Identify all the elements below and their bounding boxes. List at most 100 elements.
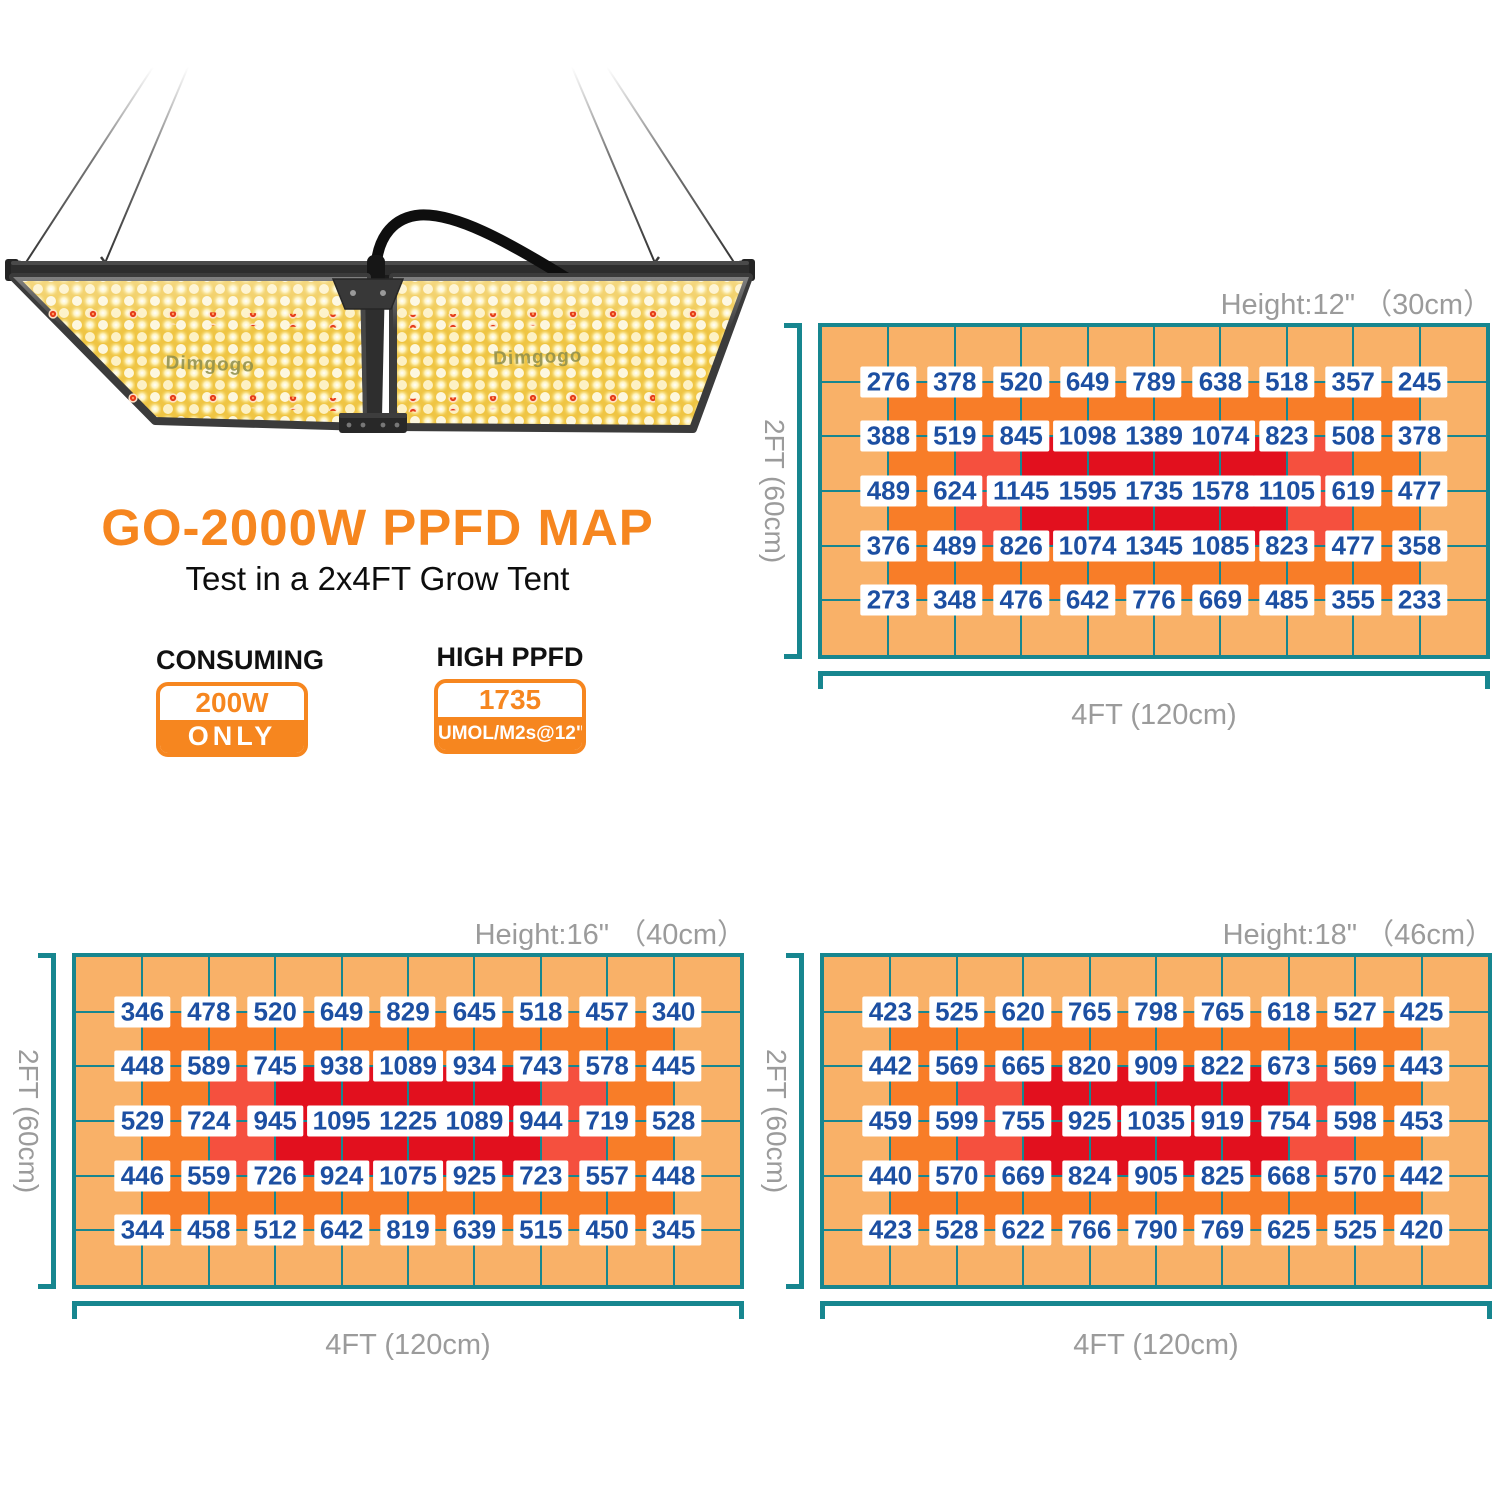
ppfd-value: 743 xyxy=(513,1050,569,1082)
ppfd-value: 668 xyxy=(1261,1160,1317,1192)
ppfd-value: 355 xyxy=(1325,584,1381,616)
ppfd-value: 669 xyxy=(995,1160,1051,1192)
ppfd-value: 765 xyxy=(1194,996,1251,1028)
ppfd-value: 938 xyxy=(313,1050,370,1082)
ppfd-value: 388 xyxy=(860,420,917,452)
ppfd-value: 1074 xyxy=(1185,420,1256,452)
ppfd-value: 822 xyxy=(1194,1050,1251,1082)
ppfd-value: 624 xyxy=(927,475,983,507)
ppfd-value: 798 xyxy=(1128,996,1184,1028)
ppfd-value: 1735 xyxy=(1119,475,1189,507)
ppfd-value: 378 xyxy=(927,366,983,398)
ppfd-value: 520 xyxy=(247,996,303,1028)
ppfd-value: 823 xyxy=(1259,420,1315,452)
ppfd-value: 776 xyxy=(1126,584,1182,616)
x-axis-bracket xyxy=(820,1301,1492,1319)
ppfd-value: 765 xyxy=(1061,996,1118,1028)
ppfd-value: 425 xyxy=(1393,996,1450,1028)
ppfd-value: 755 xyxy=(995,1105,1051,1137)
y-axis-label: 2FT (60cm) xyxy=(761,1048,792,1194)
ppfd-value: 233 xyxy=(1391,584,1448,616)
consuming-box: 200W ONLY xyxy=(156,682,308,757)
ppfd-value: 789 xyxy=(1126,366,1182,398)
ppfd-value: 485 xyxy=(1259,584,1315,616)
ppfd-value: 448 xyxy=(645,1160,702,1192)
ppfd-value: 378 xyxy=(1391,420,1448,452)
ppfd-value: 445 xyxy=(645,1050,702,1082)
x-axis-label: 4FT (120cm) xyxy=(325,1329,491,1361)
grow-light-image: Dimgogo Dimgogo xyxy=(5,66,755,433)
y-axis-bracket xyxy=(38,953,56,1289)
ppfd-value: 528 xyxy=(645,1105,702,1137)
ppfd-value: 357 xyxy=(1325,366,1381,398)
ppfd-value: 1074 xyxy=(1052,530,1123,562)
ppfd-value: 569 xyxy=(929,1050,985,1082)
ppfd-value: 519 xyxy=(927,420,983,452)
ppfd-value: 515 xyxy=(513,1214,569,1246)
consuming-tag: ONLY xyxy=(160,720,304,753)
ppfd-value: 559 xyxy=(181,1160,237,1192)
ppfd-value: 345 xyxy=(645,1214,702,1246)
ppfd-value: 638 xyxy=(1192,366,1249,398)
ppfd-value: 723 xyxy=(513,1160,569,1192)
ppfd-value: 376 xyxy=(860,530,917,562)
ppfd-value: 518 xyxy=(1259,366,1315,398)
ppfd-value: 529 xyxy=(114,1105,171,1137)
y-axis-bracket xyxy=(784,323,802,659)
ppfd-value: 639 xyxy=(446,1214,503,1246)
ppfd-value: 665 xyxy=(995,1050,1051,1082)
ppfd-value: 769 xyxy=(1194,1214,1251,1246)
ppfd-value: 446 xyxy=(114,1160,171,1192)
ppfd-value: 450 xyxy=(579,1214,635,1246)
ppfd-value: 348 xyxy=(927,584,983,616)
ppfd-value: 598 xyxy=(1327,1105,1383,1137)
map-height-label: Height:16" （40cm） xyxy=(474,919,746,951)
page-subtitle: Test in a 2x4FT Grow Tent xyxy=(185,560,570,597)
x-axis-label: 4FT (120cm) xyxy=(1071,699,1237,731)
ppfd-value: 766 xyxy=(1061,1214,1118,1246)
ppfd-value: 557 xyxy=(579,1160,635,1192)
ppfd-value: 790 xyxy=(1128,1214,1184,1246)
high-ppfd-value: 1735 xyxy=(478,684,542,715)
screw-icon xyxy=(346,422,352,428)
page-title: GO-2000W PPFD MAP xyxy=(101,499,654,556)
ppfd-value: 642 xyxy=(313,1214,370,1246)
ppfd-value: 924 xyxy=(313,1160,370,1192)
ppfd-value: 1089 xyxy=(373,1050,443,1082)
high-ppfd-box: 1735 UMOL/M2s@12" xyxy=(434,679,586,754)
ppfd-value: 589 xyxy=(181,1050,237,1082)
ppfd-value: 344 xyxy=(114,1214,171,1246)
ppfd-value: 453 xyxy=(1393,1105,1450,1137)
ppfd-value: 820 xyxy=(1061,1050,1118,1082)
ppfd-value: 1085 xyxy=(1185,530,1256,562)
ppfd-value: 1105 xyxy=(1252,475,1321,507)
ppfd-value: 346 xyxy=(114,996,171,1028)
x-axis-label: 4FT (120cm) xyxy=(1073,1329,1239,1361)
y-axis-bracket xyxy=(786,953,804,1289)
ppfd-value: 719 xyxy=(579,1105,635,1137)
ppfd-value: 440 xyxy=(862,1160,919,1192)
ppfd-value: 1225 xyxy=(373,1105,443,1137)
ppfd-value: 477 xyxy=(1391,475,1448,507)
ppfd-value: 1578 xyxy=(1185,475,1256,507)
ppfd-value: 618 xyxy=(1261,996,1317,1028)
ppfd-value: 925 xyxy=(1061,1105,1118,1137)
brand-text-right: Dimgogo xyxy=(493,345,583,369)
ppfd-value: 520 xyxy=(993,366,1049,398)
screw-icon xyxy=(360,422,366,428)
ppfd-value: 649 xyxy=(1059,366,1116,398)
ppfd-value: 1098 xyxy=(1052,420,1123,452)
ppfd-value: 823 xyxy=(1259,530,1315,562)
map-height-label: Height:18" （46cm） xyxy=(1222,919,1494,951)
screw-icon xyxy=(380,422,386,428)
led-panels: Dimgogo Dimgogo xyxy=(9,273,753,433)
ppfd-value: 649 xyxy=(313,996,370,1028)
ppfd-value: 569 xyxy=(1327,1050,1383,1082)
ppfd-value: 905 xyxy=(1128,1160,1184,1192)
red-led-rows xyxy=(35,309,719,412)
